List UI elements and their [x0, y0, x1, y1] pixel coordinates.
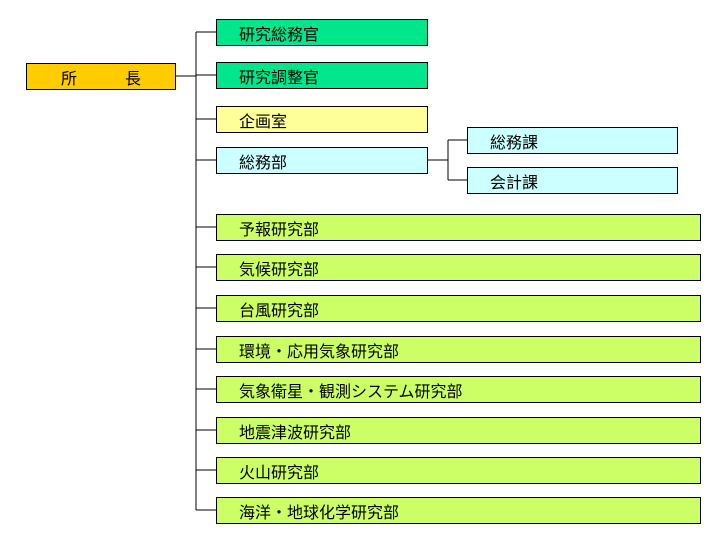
seismology-tsunami-department-box: 地震津波研究部	[216, 417, 701, 444]
general-affairs-department-box: 総務部	[216, 147, 428, 174]
oceanography-geochemistry-department-box: 海洋・地球化学研究部	[216, 497, 701, 524]
department-label: 予報研究部	[239, 219, 320, 239]
planning-office-box: 企画室	[216, 106, 428, 133]
department-label: 地震津波研究部	[239, 422, 352, 442]
department-label: 環境・応用気象研究部	[239, 341, 400, 361]
research-coordinator-box: 研究調整官	[216, 62, 428, 89]
director-label-left: 所	[60, 68, 77, 88]
department-label: 台風研究部	[239, 300, 320, 320]
director-label-right: 長	[125, 68, 142, 88]
volcanology-department-box: 火山研究部	[216, 457, 701, 484]
climate-research-department-box: 気候研究部	[216, 254, 701, 281]
general-affairs-section-box: 総務課	[467, 127, 678, 154]
department-label: 気象衛星・観測システム研究部	[239, 381, 463, 401]
research-coordinator-label: 研究調整官	[239, 67, 320, 87]
research-general-affairs-officer-label: 研究総務官	[239, 24, 320, 44]
planning-office-label: 企画室	[239, 111, 288, 131]
department-label: 気候研究部	[239, 259, 320, 279]
typhoon-research-department-box: 台風研究部	[216, 295, 701, 322]
environment-applied-meteorology-department-box: 環境・応用気象研究部	[216, 336, 701, 363]
director-box: 所 長	[26, 63, 176, 90]
accounting-section-label: 会計課	[490, 172, 539, 192]
accounting-section-box: 会計課	[467, 167, 678, 194]
department-label: 海洋・地球化学研究部	[239, 502, 400, 522]
satellite-observation-system-department-box: 気象衛星・観測システム研究部	[216, 376, 701, 403]
forecast-research-department-box: 予報研究部	[216, 214, 701, 241]
general-affairs-section-label: 総務課	[490, 132, 539, 152]
research-general-affairs-officer-box: 研究総務官	[216, 19, 428, 46]
department-label: 火山研究部	[239, 462, 320, 482]
general-affairs-department-label: 総務部	[239, 152, 288, 172]
